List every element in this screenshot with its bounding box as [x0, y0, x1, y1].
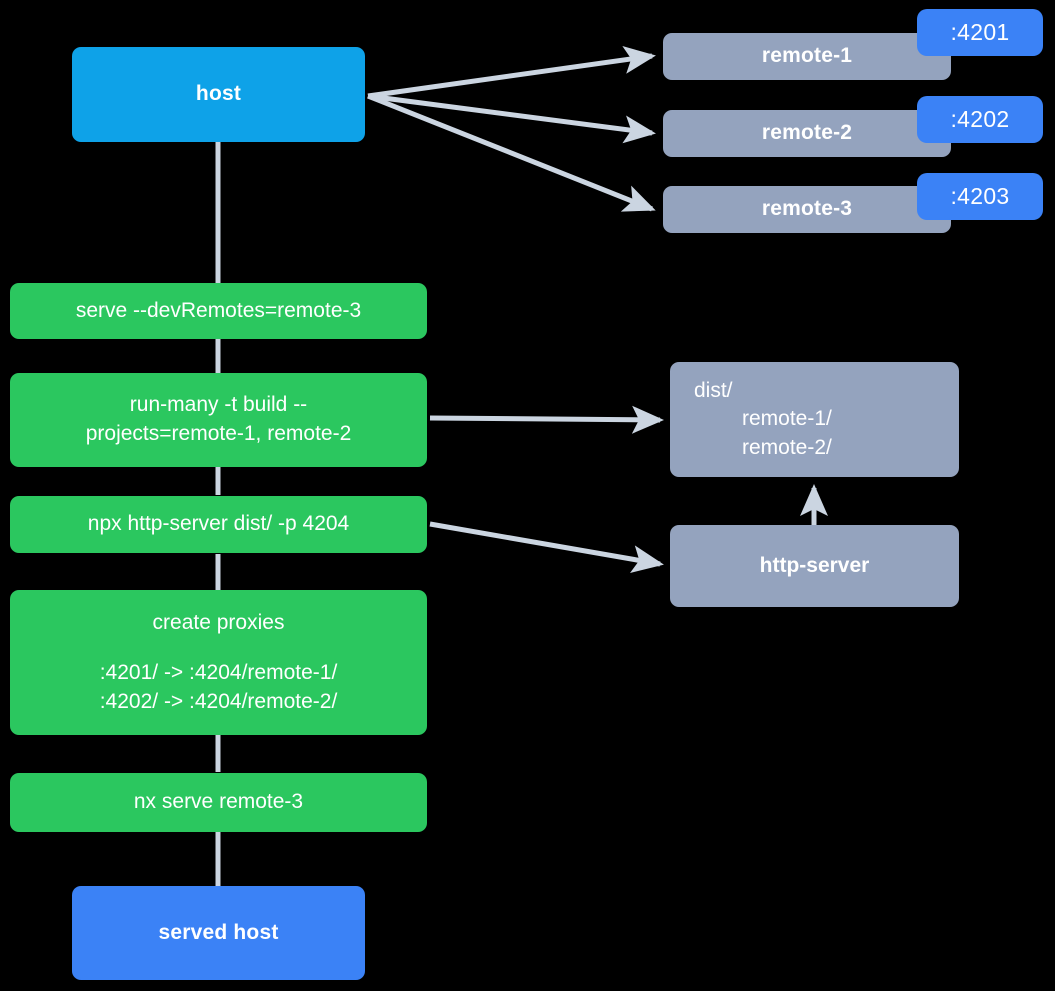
port-badge-remote-3: :4203: [917, 173, 1043, 220]
edge-runmany-to-dist: [429, 405, 664, 434]
command-serve-dev-remotes[interactable]: serve --devRemotes=remote-3: [10, 283, 427, 339]
node-dist-child-2-label: remote-2/: [742, 435, 832, 459]
node-remote-2[interactable]: remote-2: [663, 110, 951, 157]
node-host[interactable]: host: [72, 47, 365, 142]
port-badge-remote-1-label: :4201: [950, 19, 1010, 45]
node-host-label: host: [195, 82, 242, 106]
edge-host-to-remotes: [367, 46, 656, 212]
node-remote-1[interactable]: remote-1: [663, 33, 951, 80]
node-remote-2-label: remote-2: [761, 121, 853, 145]
port-badge-remote-3-label: :4203: [950, 183, 1010, 209]
port-badge-remote-2-label: :4202: [950, 106, 1010, 132]
node-remote-3[interactable]: remote-3: [663, 186, 951, 233]
edge-host-to-remote-2: [367, 93, 656, 144]
command-serve-dev-remotes-line-1: serve --devRemotes=remote-3: [75, 298, 362, 322]
command-nx-serve-remote-3-line-1: nx serve remote-3: [133, 790, 304, 814]
node-remote-3-label: remote-3: [761, 197, 853, 221]
node-http-server-label: http-server: [759, 553, 870, 577]
command-nx-serve-remote-3[interactable]: nx serve remote-3: [10, 773, 427, 832]
command-run-many-build-line-1: run-many -t build --: [129, 393, 308, 417]
node-dist-root-label: dist/: [694, 378, 733, 402]
edge-host-to-remote-1: [367, 46, 656, 99]
command-create-proxies-line-1: :4201/ -> :4204/remote-1/: [99, 661, 338, 685]
node-served-host-label: served host: [158, 920, 279, 944]
node-dist-folder[interactable]: dist/ remote-1/ remote-2/: [670, 362, 959, 477]
edge-npx-to-httpserver: [429, 521, 664, 573]
port-badge-remote-2: :4202: [917, 96, 1043, 143]
command-run-many-build[interactable]: run-many -t build -- projects=remote-1, …: [10, 373, 427, 467]
node-dist-child-1-label: remote-1/: [742, 407, 832, 431]
command-create-proxies-line-2: :4202/ -> :4204/remote-2/: [99, 689, 338, 713]
node-served-host[interactable]: served host: [72, 886, 365, 980]
command-create-proxies[interactable]: create proxies :4201/ -> :4204/remote-1/…: [10, 590, 427, 735]
command-create-proxies-title: create proxies: [152, 610, 285, 634]
node-http-server[interactable]: http-server: [670, 525, 959, 607]
command-npx-http-server[interactable]: npx http-server dist/ -p 4204: [10, 496, 427, 553]
command-npx-http-server-line-1: npx http-server dist/ -p 4204: [87, 512, 350, 536]
edge-host-to-remote-3: [367, 93, 656, 212]
node-remote-1-label: remote-1: [761, 44, 853, 68]
command-run-many-build-line-2: projects=remote-1, remote-2: [85, 422, 352, 445]
port-badge-remote-1: :4201: [917, 9, 1043, 56]
